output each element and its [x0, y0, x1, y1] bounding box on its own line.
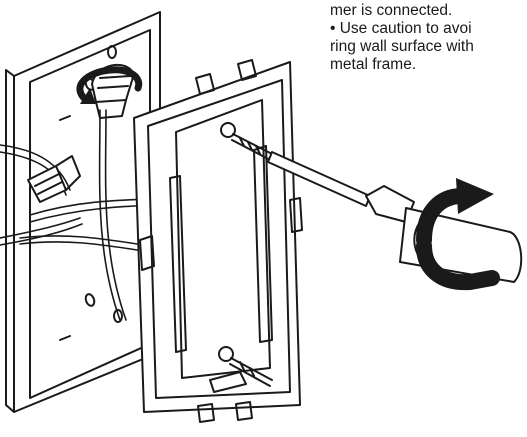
instruction-line-1: mer is connected. — [330, 2, 453, 19]
bottom-screw — [218, 346, 273, 387]
mounting-frame — [133, 59, 303, 423]
rotate-arrow-icon — [416, 178, 500, 291]
instruction-line-3: ring wall surface with — [330, 38, 474, 55]
top-screw — [220, 122, 277, 163]
screwdriver — [267, 151, 523, 283]
wire-nut-left — [27, 155, 81, 203]
instruction-line-2: • Use caution to avoi — [330, 20, 472, 37]
instruction-line-4: metal frame. — [330, 56, 417, 73]
twist-arrow-icon — [76, 66, 143, 104]
instruction-text: mer is connected. • Use caution to avoi … — [330, 0, 527, 74]
